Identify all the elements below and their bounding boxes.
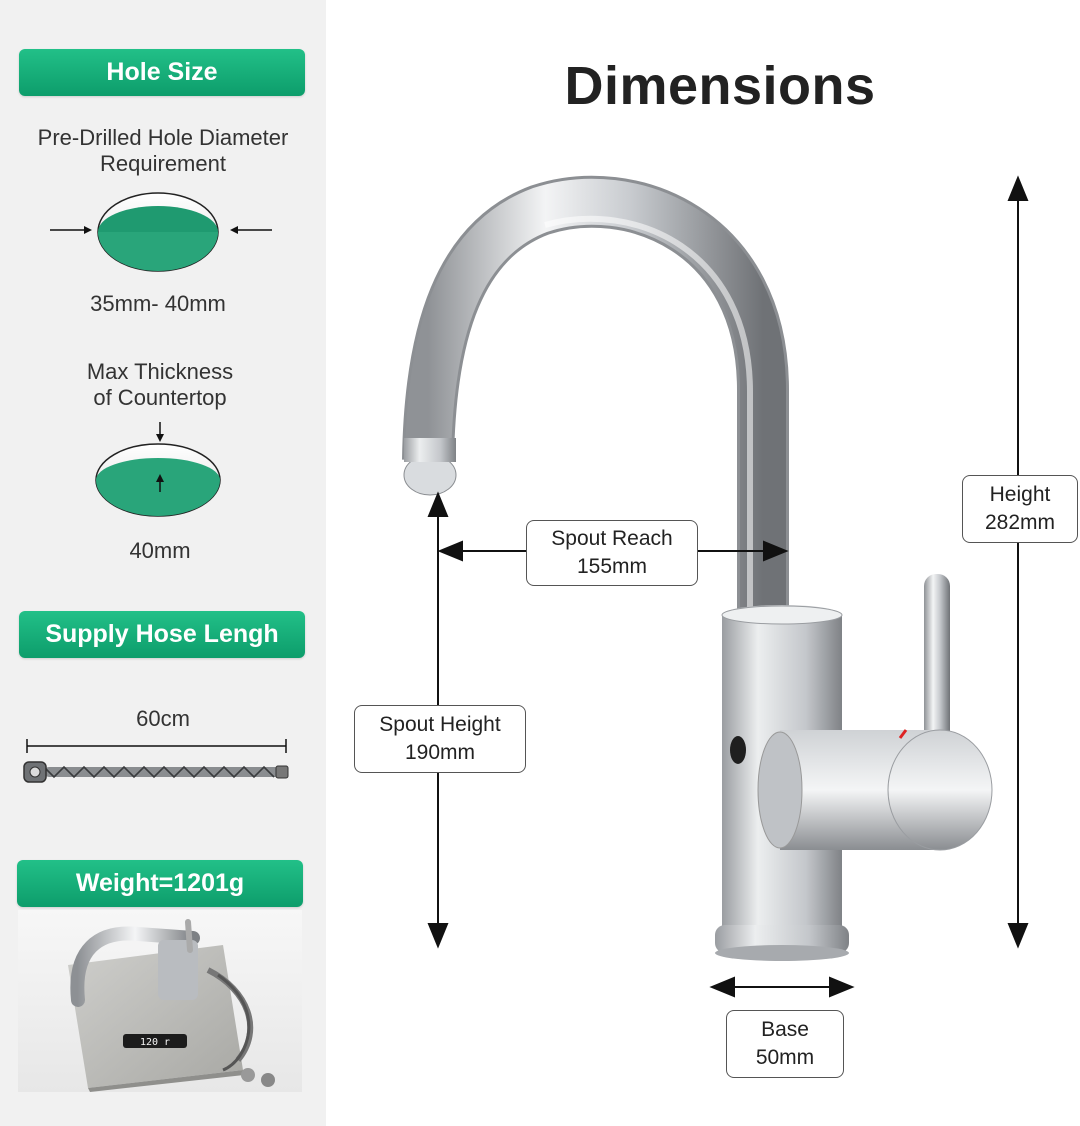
weight-badge: Weight=1201g bbox=[17, 860, 303, 907]
hole-diameter-value: 35mm- 40mm bbox=[90, 291, 226, 316]
hole-diameter-label-line1: Pre-Drilled Hole Diameter bbox=[37, 125, 289, 150]
scale-readout: 120 r bbox=[140, 1037, 170, 1048]
height-callout: Height 282mm bbox=[962, 475, 1078, 543]
spout-reach-label: Spout Reach bbox=[551, 527, 673, 550]
faucet-diagram bbox=[402, 175, 993, 961]
arrow-down-icon bbox=[156, 422, 164, 442]
base-label: Base bbox=[761, 1018, 809, 1041]
arrow-up-icon bbox=[156, 474, 164, 492]
arrow-left-icon bbox=[230, 226, 272, 234]
height-value: 282mm bbox=[984, 511, 1056, 534]
thickness-diagram bbox=[95, 422, 221, 517]
hole-size-badge: Hole Size bbox=[19, 49, 305, 96]
page-title: Dimensions bbox=[564, 56, 876, 116]
spout-reach-callout: Spout Reach 155mm bbox=[526, 520, 698, 586]
height-label: Height bbox=[989, 483, 1051, 506]
thickness-label-line2: of Countertop bbox=[93, 385, 227, 410]
supply-hose-image bbox=[23, 739, 289, 783]
spout-reach-value: 155mm bbox=[576, 555, 648, 578]
supply-hose-badge: Supply Hose Lengh bbox=[19, 611, 305, 658]
spout-height-value: 190mm bbox=[404, 741, 476, 764]
base-callout: Base 50mm bbox=[726, 1010, 844, 1078]
thickness-value: 40mm bbox=[129, 538, 191, 563]
hole-diameter-diagram bbox=[50, 192, 272, 272]
thickness-label-line1: Max Thickness bbox=[86, 359, 234, 384]
hole-diameter-label-line2: Requirement bbox=[100, 151, 226, 176]
spout-height-label: Spout Height bbox=[379, 713, 501, 736]
weight-scale-photo: 120 r bbox=[18, 910, 302, 1092]
hose-length-value: 60cm bbox=[136, 706, 190, 731]
spout-height-callout: Spout Height 190mm bbox=[354, 705, 526, 773]
base-value: 50mm bbox=[755, 1046, 815, 1069]
arrow-right-icon bbox=[50, 226, 92, 234]
